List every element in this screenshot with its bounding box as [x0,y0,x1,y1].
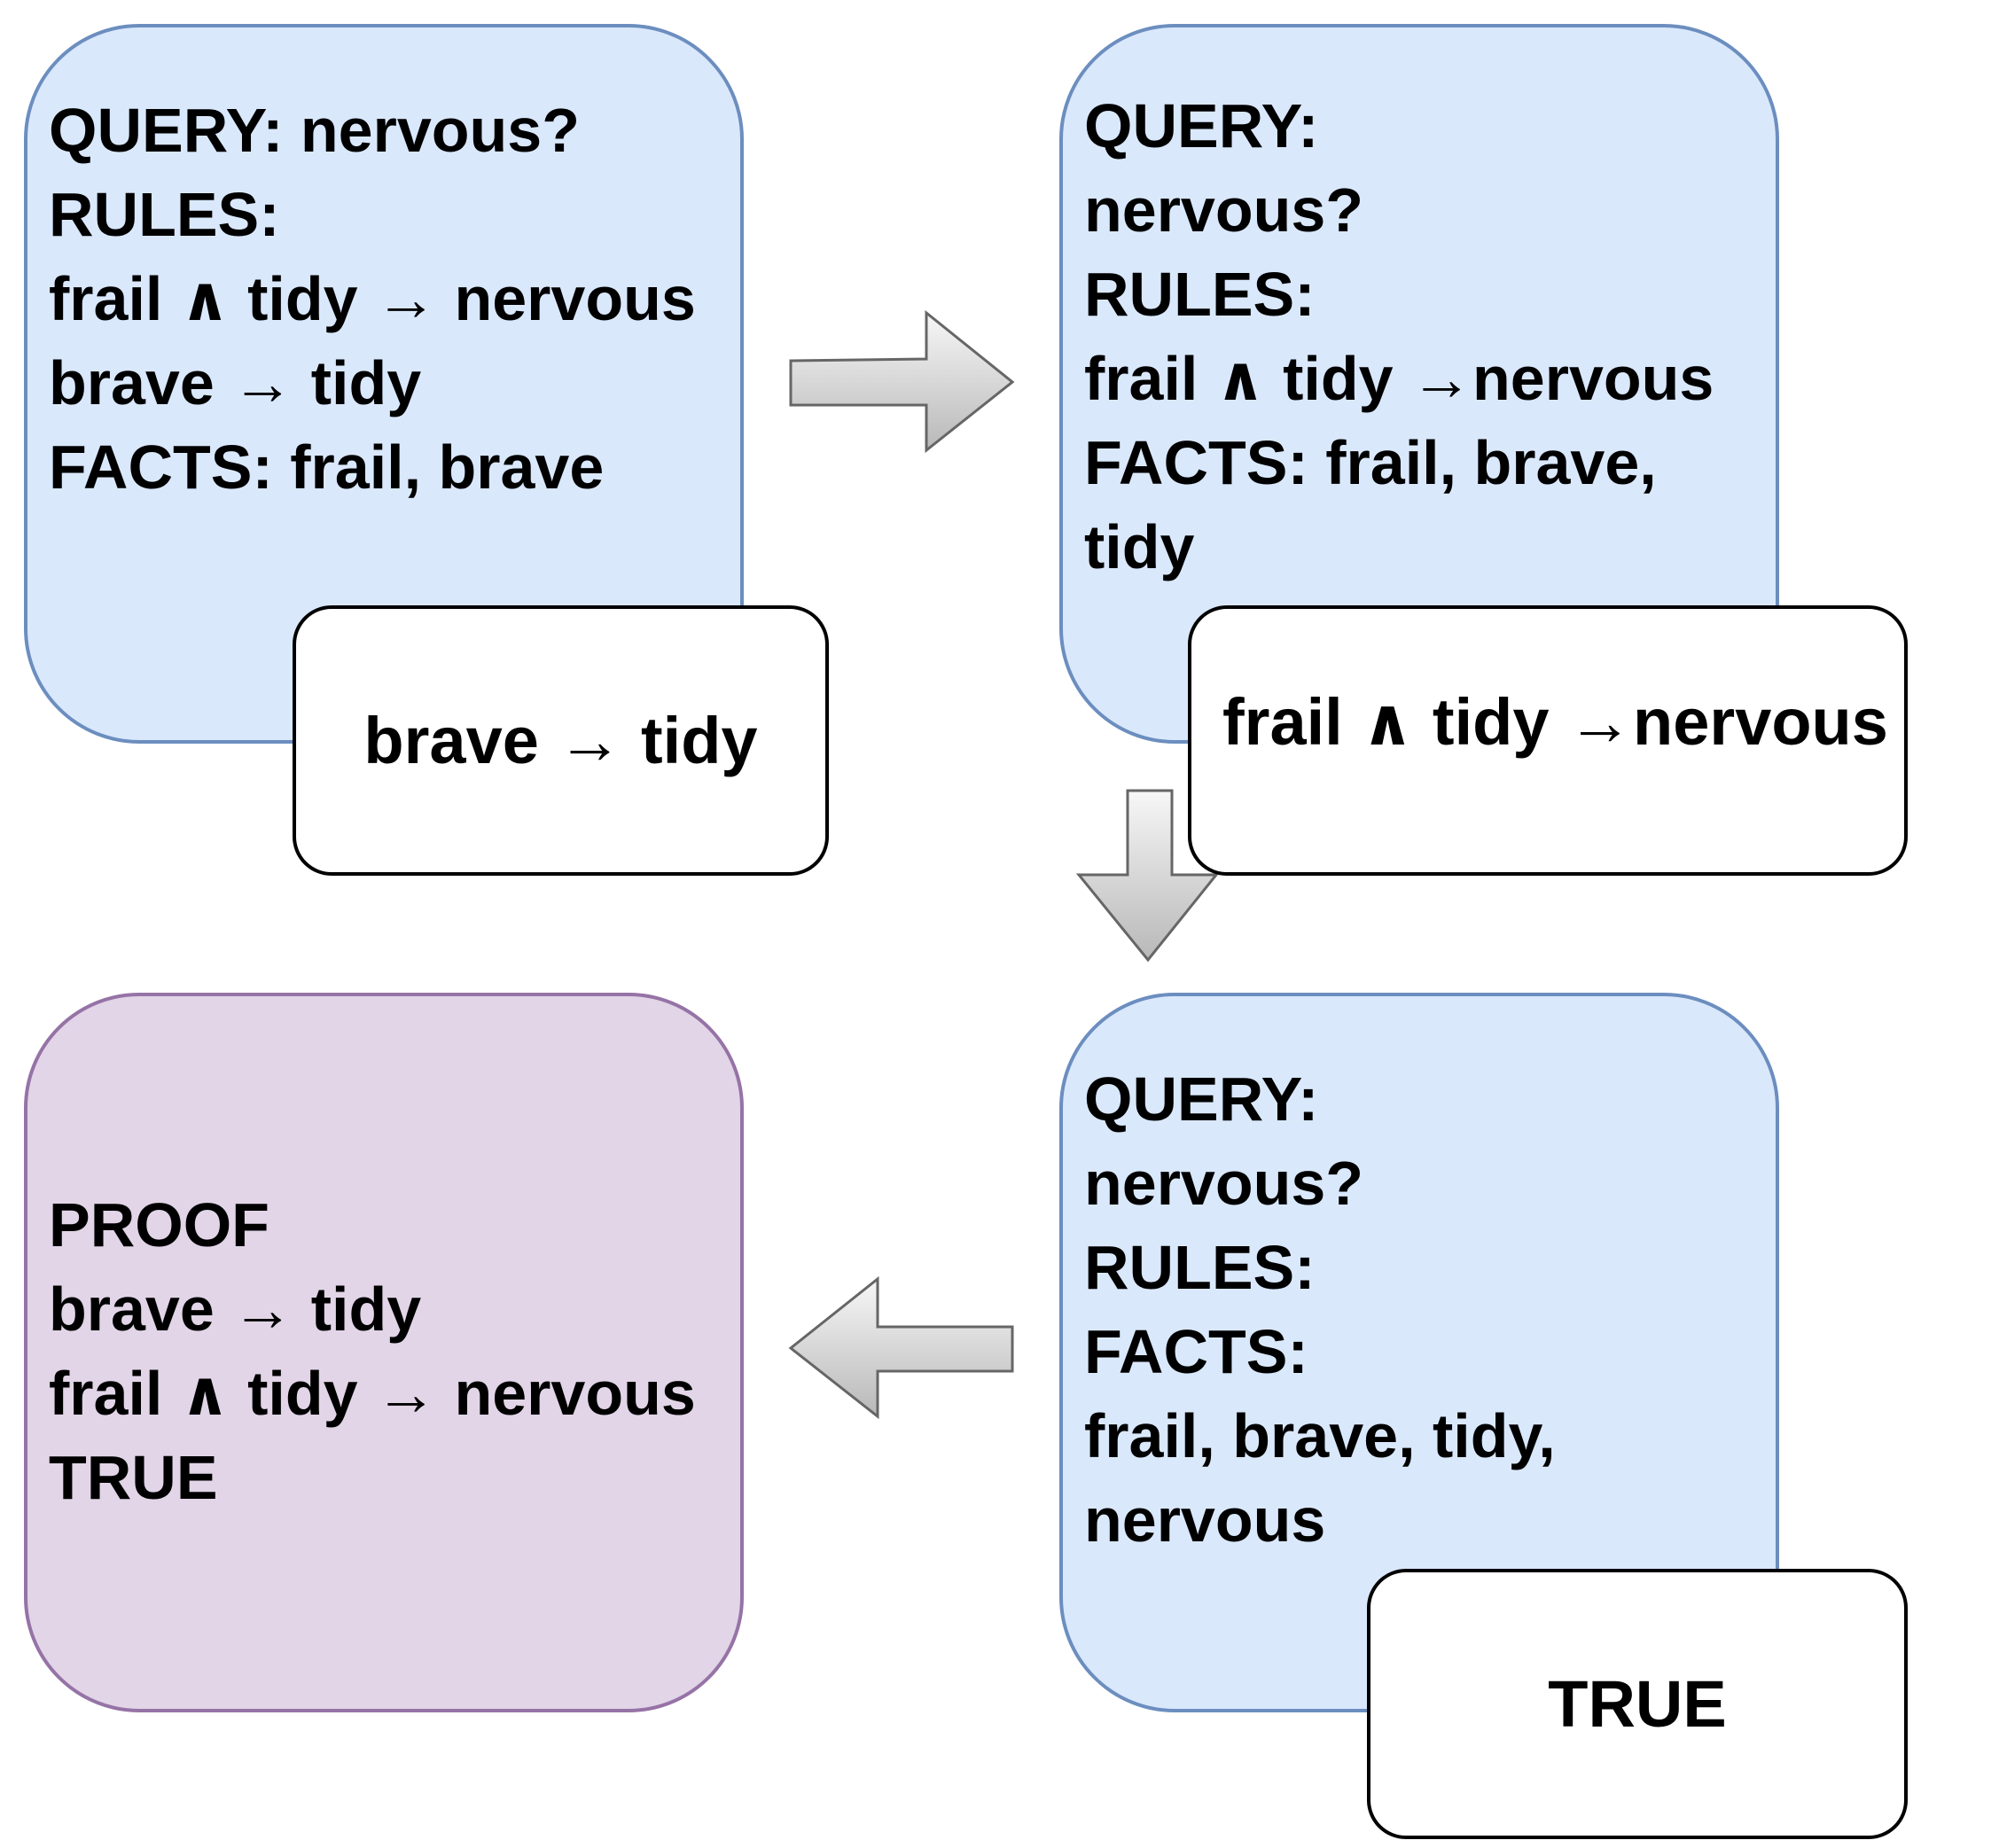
state3-facts-heading: FACTS: [1084,1317,1308,1386]
arrow-down-icon [1075,789,1220,963]
proof-result: TRUE [49,1443,218,1512]
state-after-step-2-text: QUERY: nervous? RULES: FACTS: frail, bra… [1084,1057,1556,1563]
state2-query-heading: QUERY: [1084,91,1319,160]
proof-step-1: brave → tidy [49,1275,422,1344]
state3-query-heading: QUERY: [1084,1064,1319,1134]
step-2-rule-label: frail ∧ tidy →nervous [1222,685,1888,759]
state-initial-query: QUERY: nervous? [49,96,580,165]
proof-step-2: frail ∧ tidy → nervous [49,1359,696,1428]
state-initial-facts: FACTS: frail, brave [49,433,605,502]
state2-rule-1: frail ∧ tidy →nervous [1084,344,1714,413]
step-3-result-box: TRUE [1367,1569,1908,1839]
state3-facts-cont: nervous [1084,1485,1326,1555]
state-initial-rule-1: frail ∧ tidy → nervous [49,264,696,333]
state-initial-text: QUERY: nervous? RULES: frail ∧ tidy → ne… [49,89,696,510]
state3-rules-heading: RULES: [1084,1233,1316,1302]
proof-box [24,993,744,1712]
proof-text: PROOF brave → tidy frail ∧ tidy → nervou… [49,1183,696,1520]
state2-rules-heading: RULES: [1084,260,1316,329]
state-initial-rule-2: brave → tidy [49,348,422,417]
state-after-step-1-text: QUERY: nervous? RULES: frail ∧ tidy →ner… [1084,84,1714,589]
step-1-rule-box: brave → tidy [293,605,829,876]
state2-facts: FACTS: frail, brave, [1084,428,1657,497]
arrow-left-icon [788,1275,1014,1420]
step-1-rule-label: brave → tidy [363,704,758,777]
step-3-result-label: TRUE [1548,1667,1727,1741]
step-2-rule-box: frail ∧ tidy →nervous [1188,605,1908,876]
state2-facts-cont: tidy [1084,512,1195,581]
state3-query: nervous? [1084,1149,1364,1218]
state-initial-rules-heading: RULES: [49,180,280,249]
state2-query: nervous? [1084,175,1364,245]
arrow-right-icon [789,309,1015,454]
proof-heading: PROOF [49,1190,269,1259]
state3-facts: frail, brave, tidy, [1084,1401,1556,1470]
